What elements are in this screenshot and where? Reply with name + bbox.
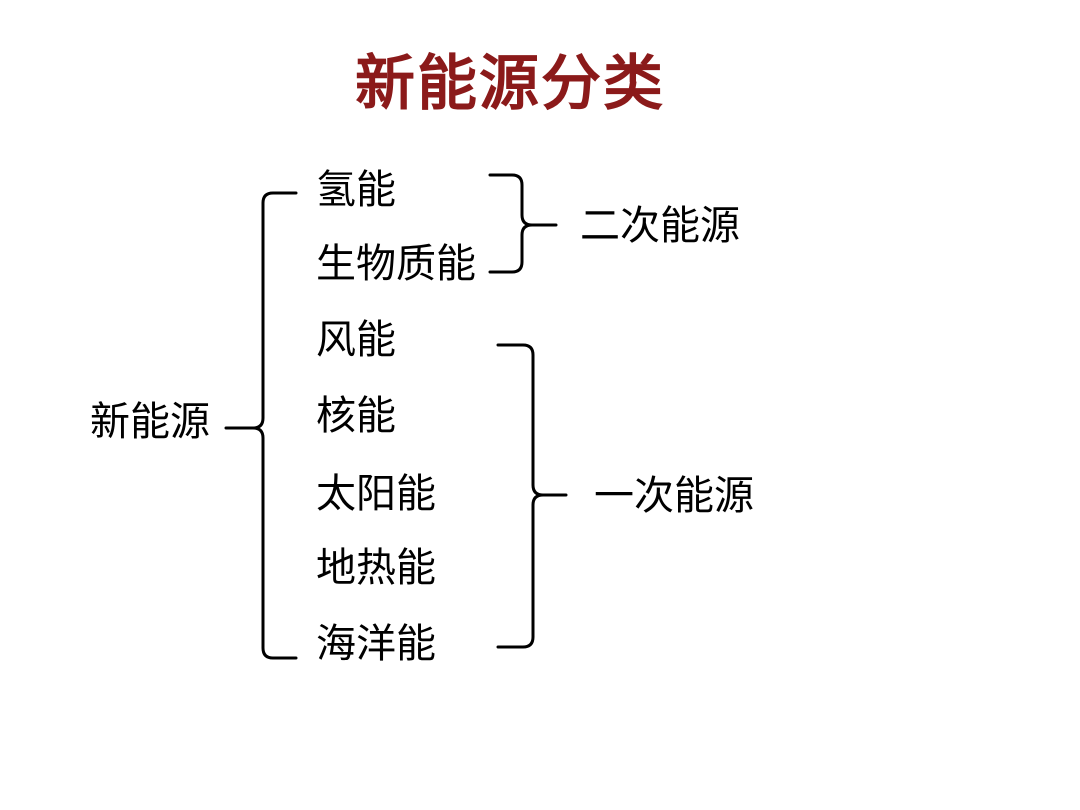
slide-title: 新能源分类	[355, 49, 665, 119]
root-label: 新能源	[90, 399, 210, 445]
secondary-energy-label: 二次能源	[580, 203, 740, 249]
primary-energy-label: 一次能源	[594, 473, 754, 519]
item-ocean: 海洋能	[316, 621, 436, 667]
item-biomass: 生物质能	[316, 241, 476, 287]
item-solar: 太阳能	[316, 471, 436, 517]
item-nuclear: 核能	[316, 393, 396, 439]
secondary-brace	[488, 173, 558, 274]
item-geothermal: 地热能	[316, 545, 436, 591]
item-wind: 风能	[316, 317, 396, 363]
item-hydrogen: 氢能	[316, 167, 396, 213]
primary-brace	[496, 343, 568, 649]
root-brace	[224, 191, 298, 660]
